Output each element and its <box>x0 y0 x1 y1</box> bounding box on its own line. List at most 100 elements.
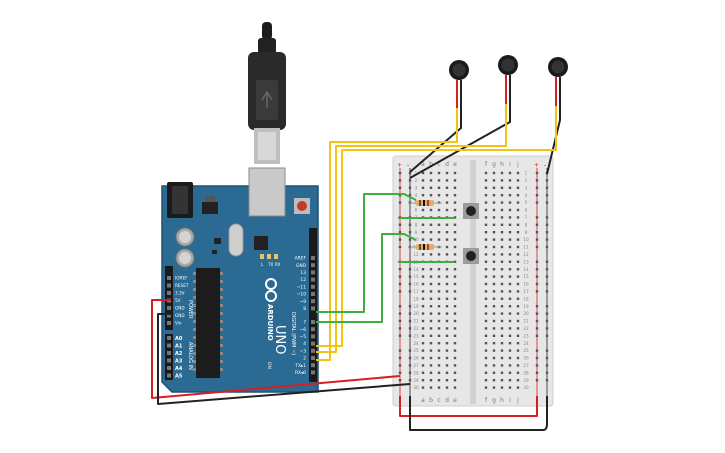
breadboard-hole <box>421 349 425 352</box>
analog-pin-label: A5 <box>175 373 183 379</box>
breadboard-hole <box>492 201 496 204</box>
rail-hole <box>408 186 412 189</box>
breadboard-hole <box>429 208 433 212</box>
breadboard-hole <box>445 171 449 175</box>
rail-hole <box>545 327 549 330</box>
breadboard-hole <box>484 371 488 374</box>
breadboard-hole <box>453 231 457 234</box>
breadboard-hole <box>508 312 512 315</box>
row-number: 19 <box>413 304 419 309</box>
breadboard-hole <box>453 282 457 286</box>
rail-hole <box>545 364 549 367</box>
breadboard-hole <box>445 334 449 337</box>
breadboard-hole <box>516 356 520 360</box>
breadboard-hole <box>453 356 457 360</box>
breadboard-hole <box>429 312 433 315</box>
breadboard-hole <box>500 260 504 263</box>
rail-hole <box>545 290 549 293</box>
row-number: 21 <box>523 319 529 324</box>
wire-rail-black <box>409 396 548 431</box>
column-letter: h <box>500 161 504 168</box>
status-led <box>267 254 271 259</box>
rail-hole <box>545 179 549 182</box>
rail-hole <box>398 171 402 175</box>
row-number: 14 <box>413 267 419 272</box>
rail-hole <box>398 268 402 271</box>
rail-hole <box>545 319 549 323</box>
analog-pin-label: A3 <box>175 358 183 364</box>
rail-hole <box>535 194 539 197</box>
breadboard-hole <box>421 364 425 367</box>
breadboard-hole <box>453 201 457 204</box>
breadboard-hole <box>500 171 504 175</box>
breadboard-hole <box>492 312 496 315</box>
breadboard-hole <box>492 364 496 367</box>
status-led-label: RX <box>275 262 281 267</box>
row-number: 18 <box>523 296 529 301</box>
breadboard-hole <box>500 371 504 374</box>
breadboard-hole <box>453 312 457 315</box>
breadboard-hole <box>421 371 425 374</box>
breadboard-hole <box>484 305 488 308</box>
rail-hole <box>535 268 539 271</box>
row-number: 6 <box>525 208 528 213</box>
row-number: 5 <box>525 200 528 205</box>
breadboard-hole <box>516 260 520 263</box>
rail-hole <box>408 312 412 315</box>
analog-pin-label: A2 <box>175 351 183 357</box>
breadboard-hole <box>484 245 488 249</box>
digital-pin-label: 4 <box>303 341 306 347</box>
rail-hole <box>545 334 549 337</box>
breadboard-hole <box>516 208 520 212</box>
breadboard-hole <box>421 312 425 315</box>
breadboard-hole <box>429 268 433 271</box>
breadboard-hole <box>500 290 504 293</box>
breadboard-hole <box>429 171 433 175</box>
analog-pin <box>167 358 171 363</box>
breadboard-hole <box>492 186 496 189</box>
rail-hole <box>408 171 412 175</box>
breadboard-hole <box>421 327 425 330</box>
breadboard-hole <box>508 282 512 286</box>
rail-hole <box>408 356 412 360</box>
row-number: 15 <box>413 274 419 279</box>
digital-pin-label: 12 <box>300 277 306 283</box>
breadboard-hole <box>492 223 496 226</box>
breadboard-hole <box>453 245 457 249</box>
analog-pin <box>167 373 171 378</box>
wire-gnd-black <box>157 313 411 405</box>
breadboard-hole <box>429 334 433 337</box>
breadboard-hole <box>516 179 520 182</box>
breadboard-hole <box>508 238 512 241</box>
breadboard-hole <box>492 297 496 300</box>
rail-hole <box>398 364 402 367</box>
breadboard-hole <box>453 275 457 278</box>
row-number: 2 <box>415 178 418 183</box>
breadboard-hole <box>484 290 488 293</box>
power-pin <box>167 283 171 288</box>
power-pin-label: GND <box>175 306 185 311</box>
breadboard-hole <box>516 194 520 197</box>
row-number: 18 <box>413 296 419 301</box>
resistor-2 <box>408 244 442 250</box>
breadboard-hole <box>492 231 496 234</box>
breadboard-hole <box>484 171 488 175</box>
breadboard-hole <box>445 379 449 382</box>
breadboard-hole <box>453 386 457 389</box>
breadboard-hole <box>421 223 425 226</box>
breadboard-hole <box>516 275 520 278</box>
breadboard-hole <box>492 253 496 256</box>
rail-hole <box>535 305 539 308</box>
rail-hole <box>535 186 539 189</box>
resistor-1 <box>408 200 442 206</box>
breadboard-hole <box>437 194 441 197</box>
row-number: 8 <box>415 222 418 227</box>
breadboard-hole <box>437 386 441 389</box>
breadboard-hole <box>484 319 488 323</box>
power-pin-label: 5V <box>175 298 181 303</box>
breadboard-hole <box>429 253 433 256</box>
rail-hole <box>408 371 412 374</box>
analog-pin-label: A0 <box>175 336 183 342</box>
